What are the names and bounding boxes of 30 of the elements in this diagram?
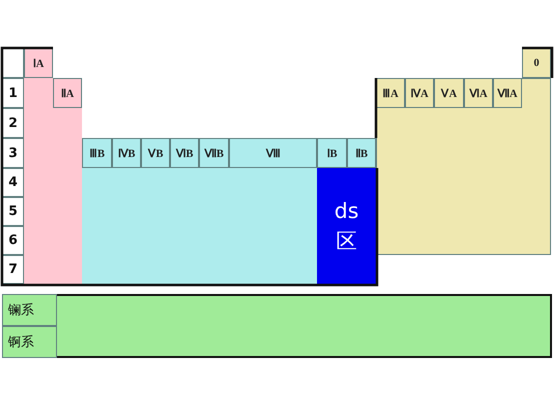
group-label: ⅠB (317, 138, 347, 168)
group-label: ⅤB (141, 138, 170, 168)
group-label: ⅦA (493, 78, 522, 108)
group-label: ⅢA (376, 78, 405, 108)
group-label: ⅥA (464, 78, 493, 108)
period-number: 7 (2, 255, 24, 284)
period-number: 5 (2, 197, 24, 226)
block-area (376, 78, 551, 255)
period-number: 4 (2, 168, 24, 197)
group-label: ⅣB (112, 138, 141, 168)
block-area (82, 168, 317, 284)
group-label: ⅥB (170, 138, 199, 168)
block-area (24, 78, 82, 284)
group-label: ⅠA (24, 48, 53, 78)
group-label: ⅢB (82, 138, 112, 168)
group-label: ⅤA (434, 78, 464, 108)
ds-block: ds 区 (317, 168, 376, 284)
group-label: 0 (522, 48, 551, 78)
group-label: ⅡA (53, 78, 82, 108)
period-number: 1 (2, 78, 24, 108)
period-number: 3 (2, 138, 24, 168)
group-label: ⅡB (347, 138, 376, 168)
period-number: 6 (2, 226, 24, 255)
period-number: 2 (2, 108, 24, 138)
series-label: 镧系 (2, 294, 57, 326)
series-label: 锕系 (2, 326, 57, 358)
group-label: ⅣA (405, 78, 434, 108)
group-label: ⅦB (199, 138, 229, 168)
group-label: Ⅷ (229, 138, 317, 168)
series-area (2, 294, 552, 358)
